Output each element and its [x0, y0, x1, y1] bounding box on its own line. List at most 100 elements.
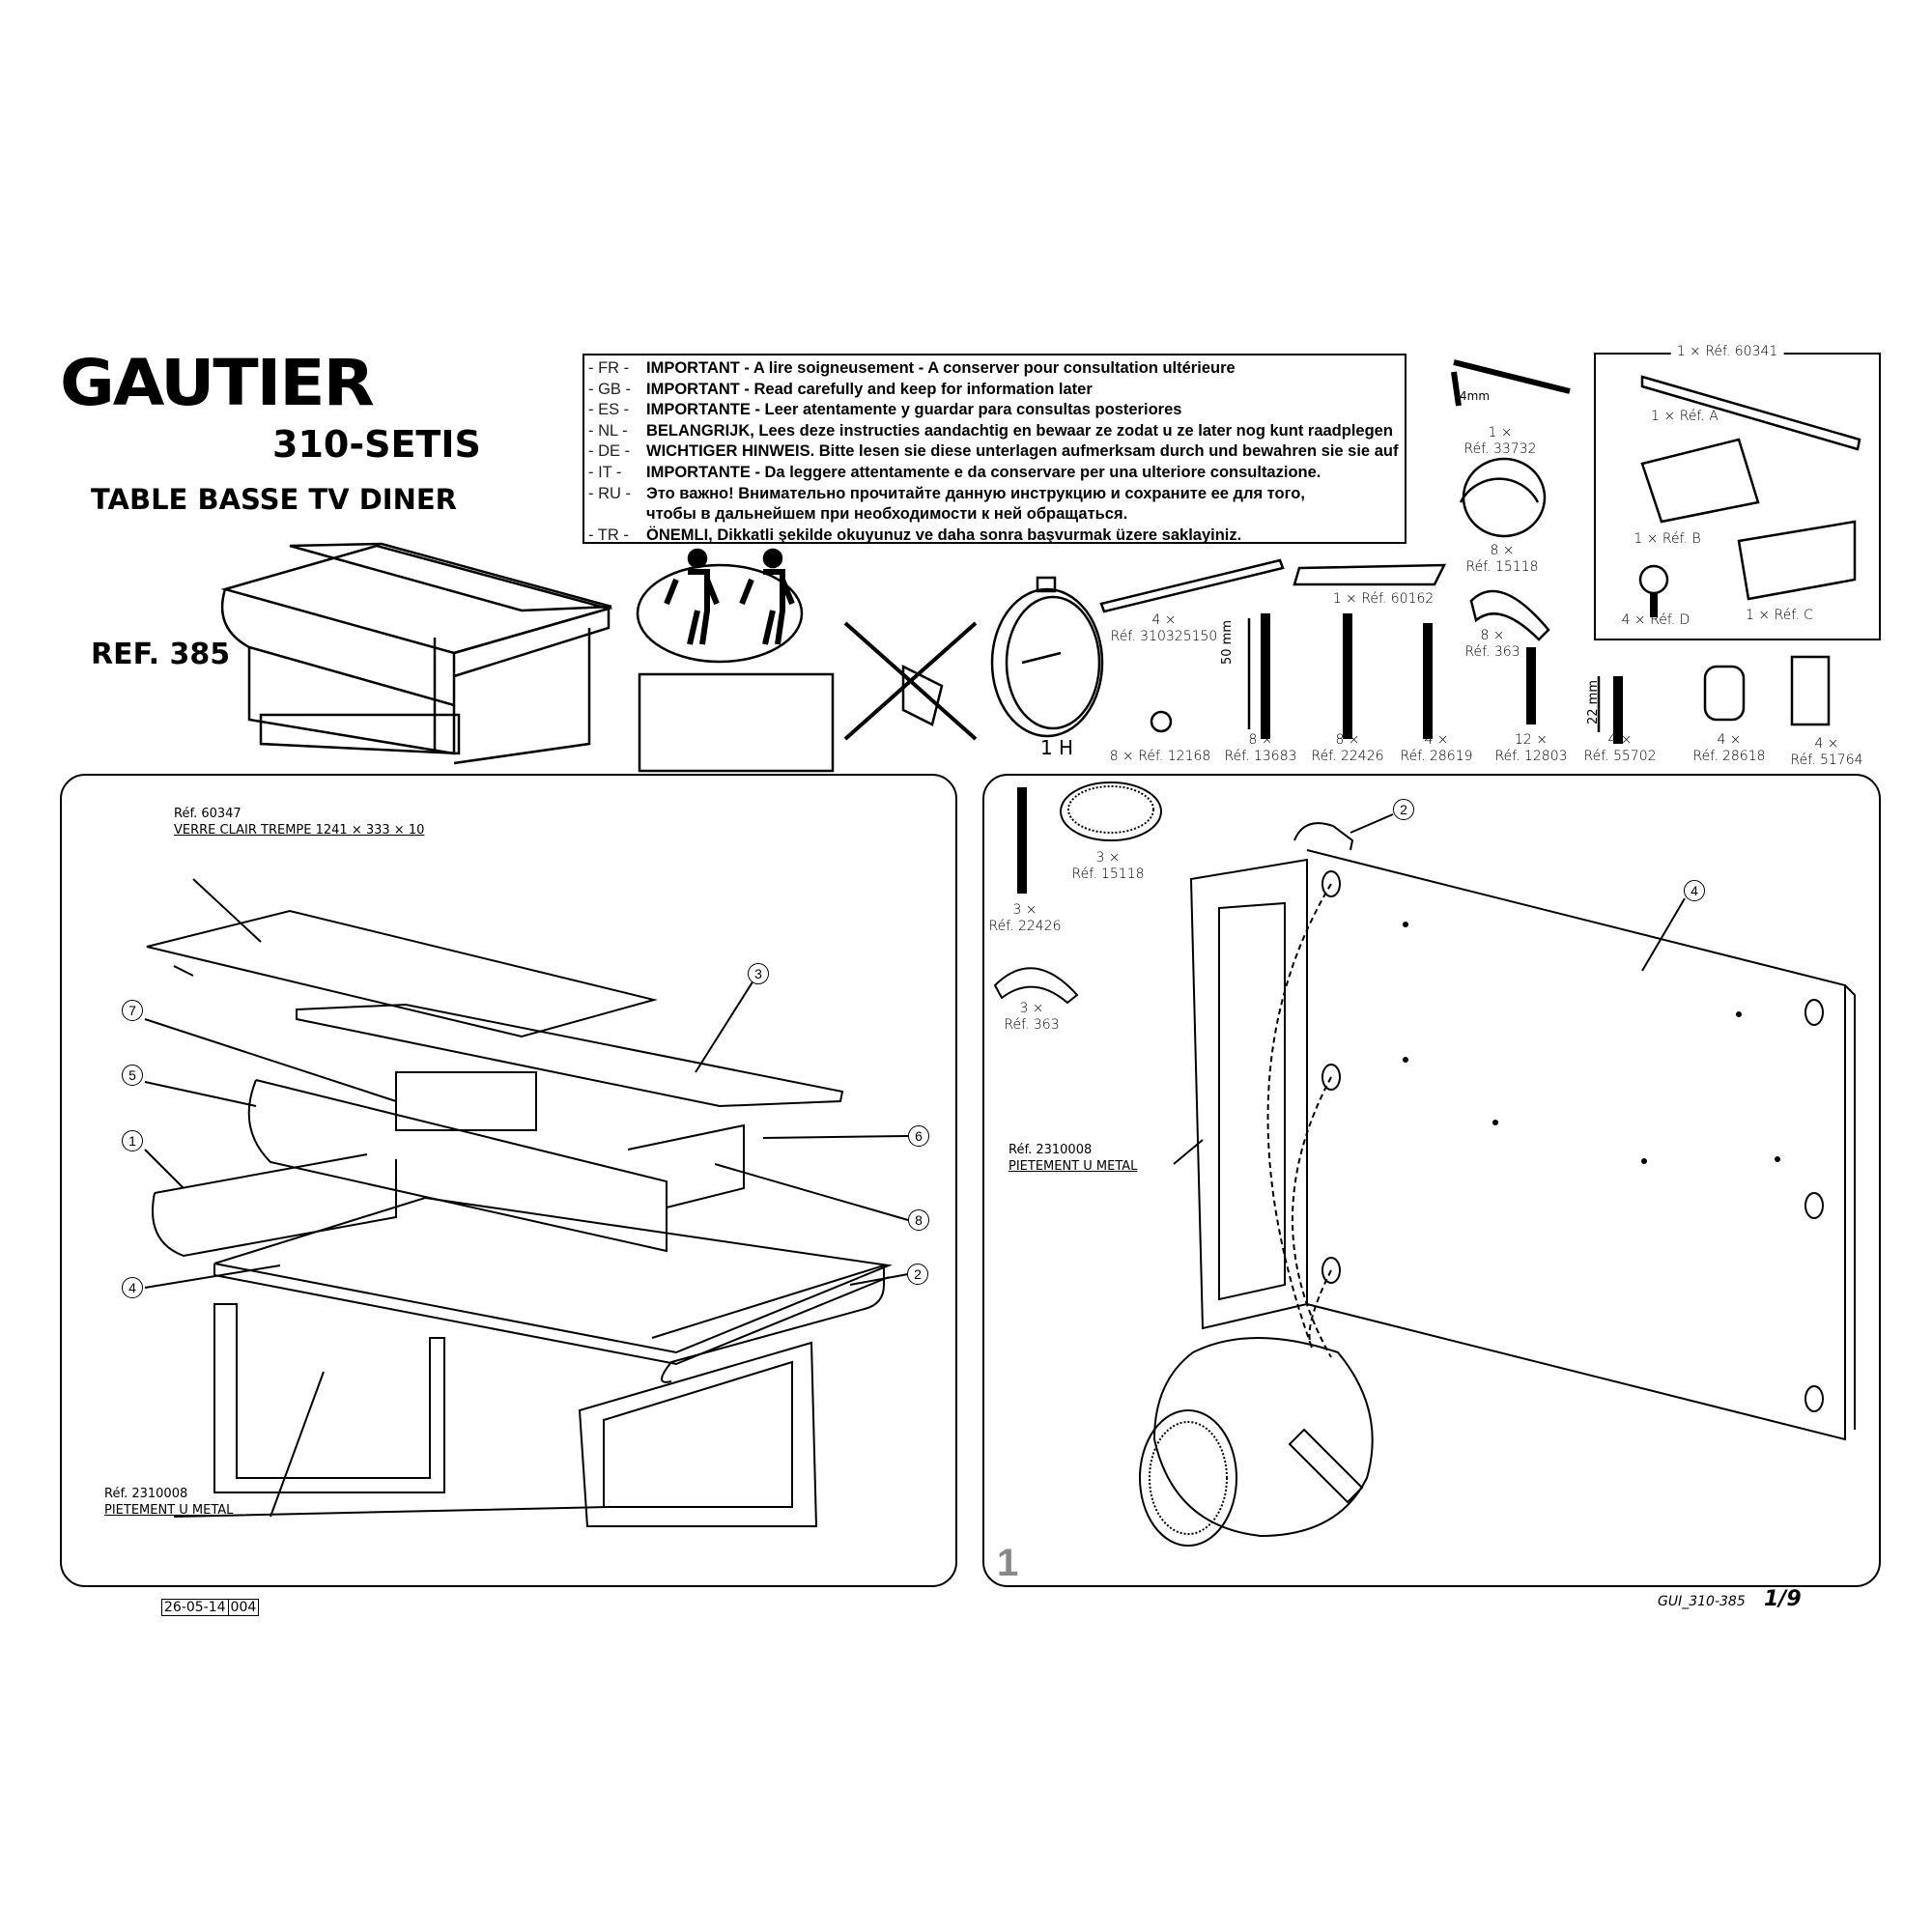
hardware-item: 4 ×Réf. 51764	[1790, 736, 1862, 769]
warning-text: BELANGRIJK, Lees deze instructies aandac…	[646, 421, 1393, 440]
ref: Réf. 55702	[1583, 749, 1657, 764]
lang-code: - RU -	[588, 484, 631, 502]
qty: 8 × Réf. 12168	[1109, 749, 1211, 764]
part-callout-1: 1	[122, 1130, 143, 1151]
strip-label: 4 ×Réf. 310325150	[1111, 612, 1218, 645]
part-callout-6: 6	[908, 1125, 929, 1147]
part-callout-7: 7	[122, 1000, 143, 1021]
qty: 8 ×	[1480, 628, 1505, 643]
warning-line-ru-cont: чтобы в дальнейшем при необходимости к н…	[646, 505, 1128, 524]
fitting-a-label: 1 × Réf. A	[1651, 409, 1719, 424]
warning-line-it: - IT - IMPORTANTE - Da leggere attentamen…	[588, 463, 1401, 484]
glass-ref: Réf. 60347	[174, 807, 242, 821]
leg-ref: Réf. 2310008	[1009, 1143, 1093, 1157]
ref: Réf. 12803	[1494, 749, 1568, 764]
leg-ref: Réf. 2310008	[104, 1487, 188, 1501]
revision-number: 004	[230, 1600, 257, 1615]
fitting-kit-box	[1594, 353, 1881, 640]
ref: Réf. 28619	[1400, 749, 1473, 764]
qty: 8 ×	[1490, 543, 1515, 558]
lang-code: - FR -	[588, 359, 630, 377]
pads-label: 1 × Réf. 60162	[1332, 591, 1435, 607]
product-name: TABLE BASSE TV DINER	[91, 483, 457, 516]
step-1-panel	[982, 774, 1881, 1587]
fitting-b-label: 1 × Réf. B	[1634, 531, 1701, 547]
qty: 4 ×	[1607, 732, 1633, 748]
warning-line-de: - DE - WICHTIGER HINWEIS. Bitte lesen sie…	[588, 441, 1401, 463]
brand-logo: GAUTIER	[60, 346, 375, 420]
ref: Réf. 15118	[1465, 559, 1539, 575]
leg-description: PIETEMENT U METAL	[104, 1503, 234, 1518]
part-callout-5: 5	[122, 1065, 143, 1086]
hardware-item: 8 × Réf. 12168	[1110, 749, 1211, 765]
clips-label: 8 ×Réf. 363	[1464, 628, 1520, 661]
qty: 8 ×	[1335, 732, 1360, 748]
qty: 4 ×	[1424, 732, 1449, 748]
qty: 8 ×	[1248, 732, 1273, 748]
screw-length-22: 22 mm	[1586, 679, 1601, 724]
screw-length-50: 50 mm	[1220, 619, 1235, 665]
warning-text: IMPORTANT - A lire soigneusement - A con…	[646, 359, 1236, 377]
document-code: GUI_310-385	[1658, 1594, 1746, 1609]
cover-caps-label: 8 ×Réf. 15118	[1465, 543, 1538, 576]
lang-code: - GB -	[588, 380, 631, 398]
important-notice-box: - FR - IMPORTANT - A lire soigneusement -…	[582, 354, 1406, 544]
glass-description: VERRE CLAIR TREMPE 1241 × 333 × 10	[174, 823, 425, 838]
fitting-kit-title: 1 × Réf. 60341	[1670, 344, 1784, 360]
hardware-item: 4 ×Réf. 28619	[1400, 732, 1472, 765]
warning-line-es: - ES -IMPORTANTE - Leer atentamente y gu…	[588, 400, 1401, 421]
hardware-item: 4 ×Réf. 28618	[1692, 732, 1765, 765]
hardware-item: 8 ×Réf. 13683	[1224, 732, 1296, 765]
revision-box: 26-05-14 004	[161, 1599, 260, 1616]
qty: 4 ×	[1814, 736, 1839, 752]
ref: Réf. 22426	[988, 919, 1062, 934]
part-callout-2: 2	[1393, 799, 1414, 820]
fitting-d-label: 4 × Réf. D	[1621, 612, 1690, 628]
qty: 4 ×	[1717, 732, 1742, 748]
qty: 1 ×	[1488, 425, 1513, 440]
ref: Réf. 363	[1004, 1017, 1060, 1033]
product-reference: REF. 385	[91, 638, 231, 671]
lang-code: - TR -	[588, 526, 629, 544]
hardware-item: 12 ×Réf. 12803	[1494, 732, 1567, 765]
part-callout-3: 3	[748, 963, 769, 984]
warning-text: WICHTIGER HINWEIS. Bitte lesen sie diese…	[646, 442, 1399, 461]
warning-text: Это важно! Внимательно прочитайте данную…	[646, 484, 1305, 502]
qty: 3 ×	[1012, 902, 1037, 918]
qty: 3 ×	[1019, 1001, 1044, 1016]
hardware-item: 8 ×Réf. 22426	[1311, 732, 1383, 765]
page-number: 1/9	[1764, 1587, 1802, 1611]
lang-code: - NL -	[588, 421, 628, 440]
ref: Réf. 13683	[1224, 749, 1297, 764]
part-callout-2: 2	[907, 1264, 928, 1285]
step-part-label: 3 ×Réf. 22426	[988, 902, 1061, 935]
hardware-item: 4 ×Réf. 55702	[1583, 732, 1656, 765]
ref: Réf. 22426	[1311, 749, 1384, 764]
ref: Réf. 33732	[1463, 441, 1537, 457]
warning-text: IMPORTANTE - Da leggere attentamente e d…	[646, 463, 1321, 481]
warning-text: IMPORTANT - Read carefully and keep for …	[646, 380, 1093, 398]
warning-line-ru: - RU - Это важно! Внимательно прочитайте …	[588, 484, 1401, 505]
ref: Réf. 28618	[1692, 749, 1766, 764]
exploded-view-panel	[60, 774, 957, 1587]
warning-line-nl: - NL - BELANGRIJK, Lees deze instructies …	[588, 421, 1401, 442]
warning-line-gb: - GB - IMPORTANT - Read carefully and kee…	[588, 380, 1401, 401]
ref: Réf. 310325150	[1110, 629, 1218, 644]
qty: 4 ×	[1151, 612, 1177, 628]
ref: Réf. 363	[1464, 644, 1520, 660]
step-part-label: 3 ×Réf. 363	[1004, 1001, 1059, 1034]
warning-line-fr: - FR - IMPORTANT - A lire soigneusement -…	[588, 358, 1401, 380]
step-number: 1	[997, 1542, 1019, 1584]
lang-code: - ES -	[588, 401, 630, 419]
part-callout-4: 4	[122, 1277, 143, 1298]
lang-code: - DE -	[588, 442, 631, 461]
lang-code: - IT -	[588, 463, 622, 481]
ref: Réf. 51764	[1790, 753, 1863, 768]
allen-key-label: 1 ×Réf. 33732	[1463, 425, 1536, 458]
model-name: 310-SETIS	[272, 423, 481, 466]
qty: 3 ×	[1095, 850, 1121, 866]
part-callout-4: 4	[1684, 880, 1705, 901]
assembly-time: 1 H	[1039, 736, 1074, 759]
allen-key-size: 4mm	[1460, 389, 1491, 403]
leg-description: PIETEMENT U METAL	[1009, 1159, 1138, 1174]
